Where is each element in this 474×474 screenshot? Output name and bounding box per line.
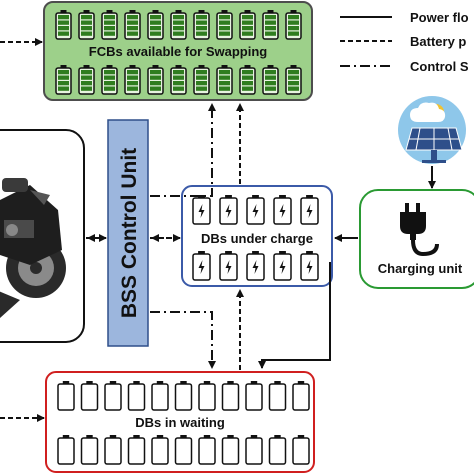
db-charge-battery [300,195,319,225]
fcb-battery [147,10,164,40]
fcb-battery [262,10,279,40]
fcb-battery [170,65,187,95]
control-unit-box [107,119,149,347]
db-charge-battery [219,251,238,281]
db-wait-battery [80,435,99,465]
control-wait-control-path [150,311,216,369]
db-charge-battery [300,251,319,281]
db-wait-battery [127,435,146,465]
db-wait-battery-row-top [57,381,310,411]
db-wait-battery [174,435,193,465]
db-charge-battery [273,195,292,225]
db-wait-battery [57,381,75,411]
legend-control-label: Control S [410,59,469,74]
db-charge-battery [192,195,211,225]
legend: Power flo Battery p Control S [340,10,469,74]
fcb-box-label: FCBs available for Swapping [89,44,267,59]
db-wait-battery [57,435,75,465]
fcb-battery [262,65,279,95]
fcb-battery [101,65,118,95]
db-wait-battery [268,435,287,465]
fcb-battery-row-top [55,10,302,40]
fcb-battery [285,10,302,40]
fcb-battery [239,65,256,95]
db-charge-battery-row-top [192,195,319,225]
charging-unit-box [359,189,474,289]
db-wait-battery [174,381,193,411]
fcb-battery [78,10,95,40]
fcb-battery [216,65,233,95]
db-wait-battery [151,381,169,411]
db-wait-battery [221,381,240,411]
db-charge-battery [192,251,211,281]
fcb-battery [78,65,95,95]
db-wait-battery [127,381,146,411]
fcb-battery [285,65,302,95]
db-wait-battery [80,381,99,411]
db-charge-battery-row-bottom [192,251,319,281]
db-wait-battery-row-bottom [57,435,310,465]
db-wait-battery [151,435,169,465]
legend-power-label: Power flo [410,10,469,25]
db-charge-battery [246,195,265,225]
db-wait-battery [292,381,310,411]
fcb-battery [216,10,233,40]
fcb-battery [101,10,118,40]
db-charge-battery [246,251,265,281]
db-charge-battery [273,251,292,281]
db-wait-battery [104,435,122,465]
fcb-battery [239,10,256,40]
db-wait-label: DBs in waiting [135,415,225,430]
db-wait-battery [104,381,122,411]
fcb-battery [124,65,141,95]
control-fcb-control-path [150,103,216,197]
solar-panel-icon [398,96,466,164]
db-wait-battery [198,435,216,465]
db-wait-battery [268,381,287,411]
db-wait-battery [198,381,216,411]
control-unit-label: BSS Control Unit [118,148,141,318]
fcb-battery [170,10,187,40]
db-wait-battery [245,435,263,465]
fcb-battery [124,10,141,40]
charging-unit-label: Charging unit [378,261,463,276]
db-wait-battery [292,435,310,465]
charging-wait-power-path [258,262,331,369]
db-wait-battery [245,381,263,411]
fcb-battery [55,65,72,95]
plug-icon [400,203,439,257]
db-charge-label: DBs under charge [201,231,313,246]
fcb-battery [147,65,164,95]
db-charge-battery [219,195,238,225]
fcb-battery [193,10,210,40]
legend-battery-label: Battery p [410,34,466,49]
fcb-battery [193,65,210,95]
fcb-battery-row-bottom [55,65,302,95]
fcb-battery [55,10,72,40]
motorcycle-icon [0,178,66,318]
db-wait-battery [221,435,240,465]
